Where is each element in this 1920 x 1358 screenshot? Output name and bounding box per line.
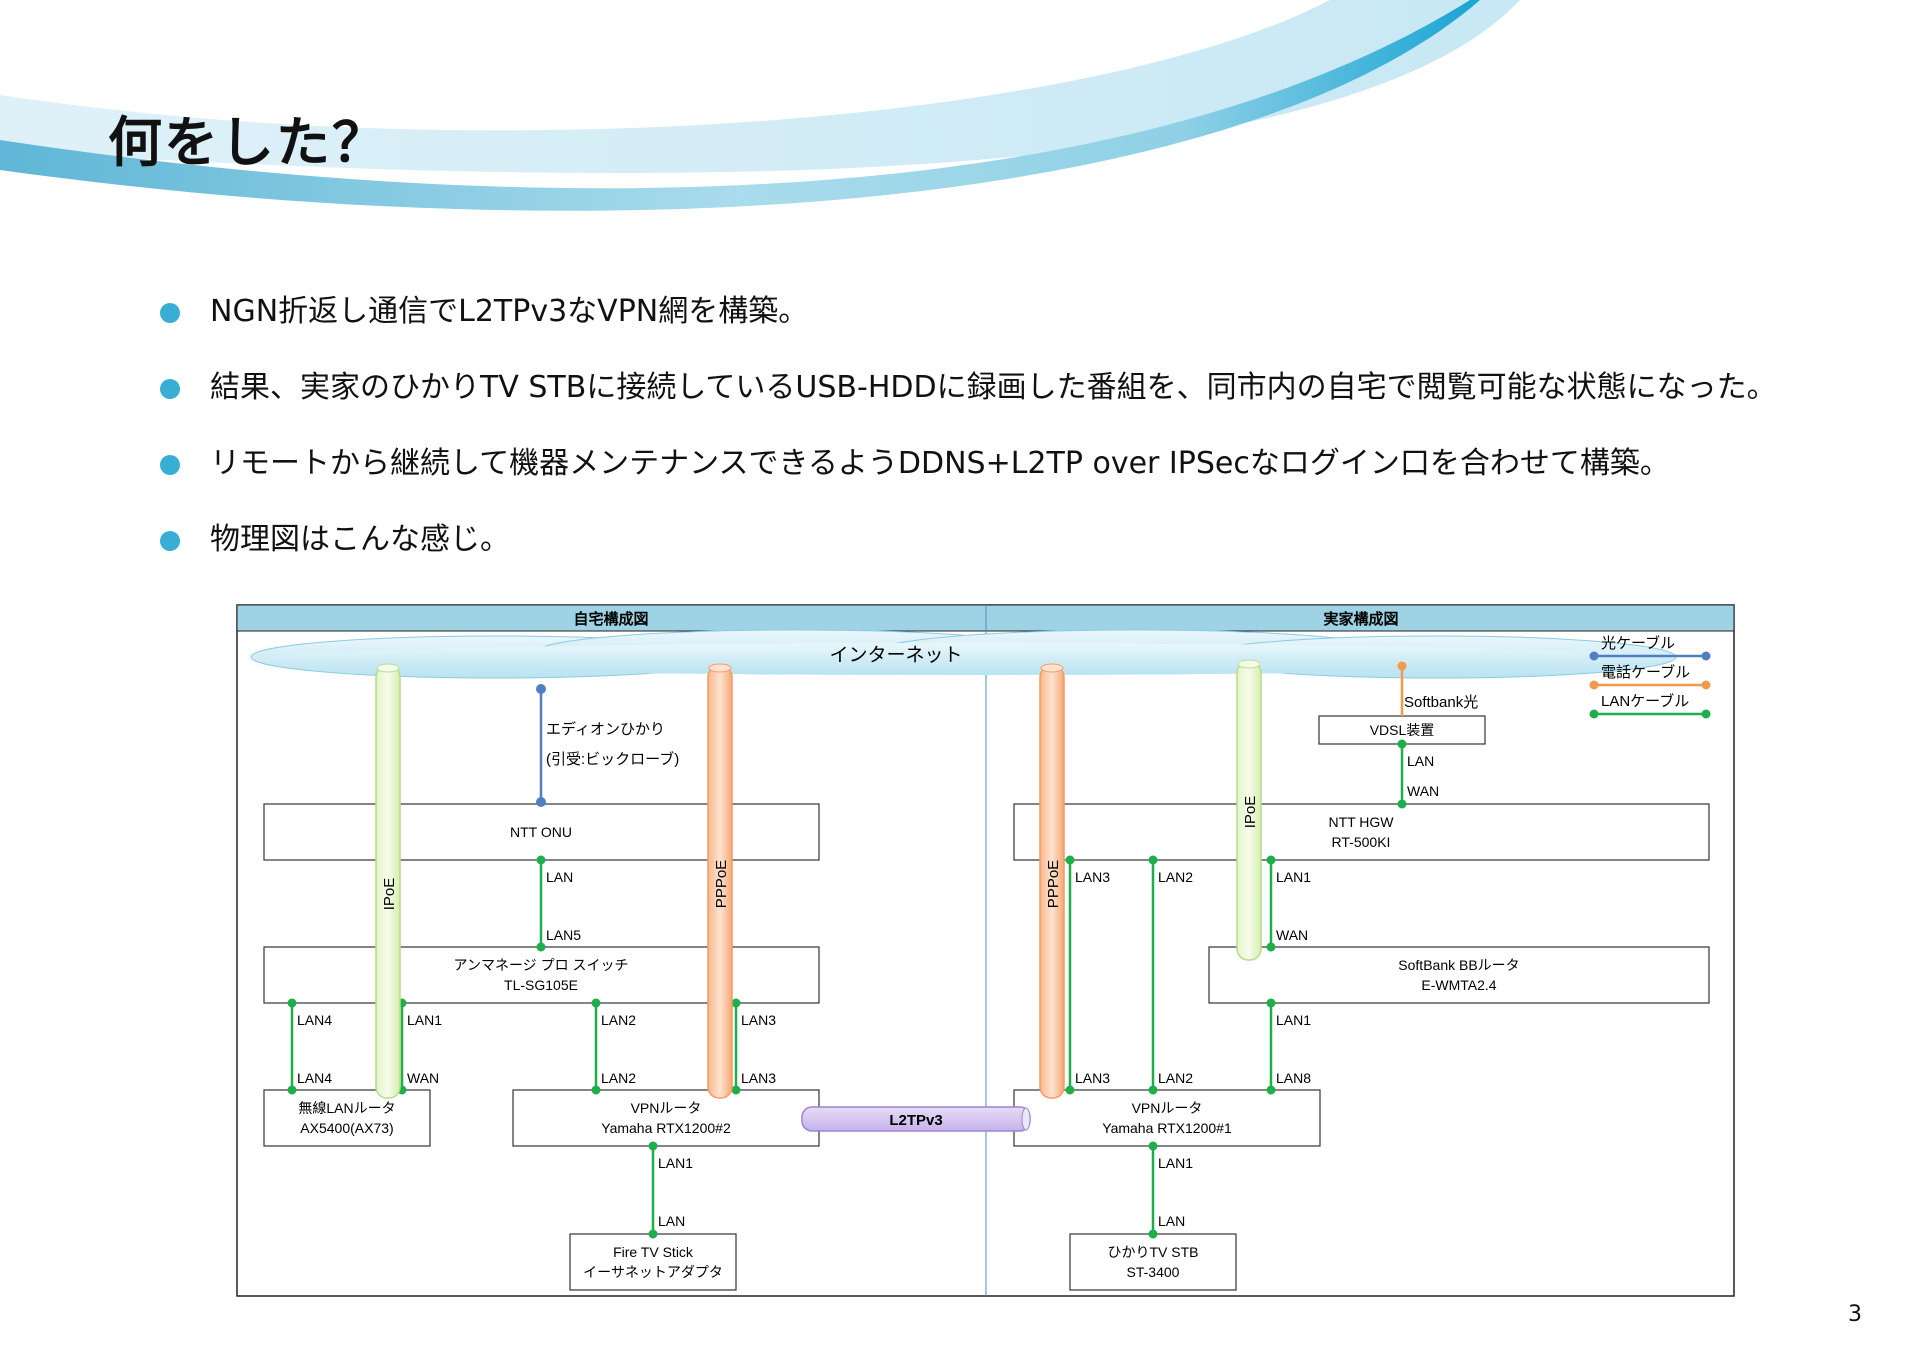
vdsl-box bbox=[1318, 715, 1486, 745]
bullet-text: NGN折返し通信でL2TPv3なVPN網を構築。 bbox=[210, 294, 809, 329]
pppoe-home-tunnel: PPPoE bbox=[707, 663, 733, 1099]
wifi-label-1: 無線LANルータ bbox=[298, 1100, 395, 1116]
vdsl-label: VDSL装置 bbox=[1370, 722, 1435, 738]
bullet-dot-icon bbox=[160, 531, 180, 551]
hgw-label-1: NTT HGW bbox=[1328, 814, 1394, 830]
pppoe-parents-tunnel: PPPoE bbox=[1039, 663, 1065, 1099]
port-label: WAN bbox=[1407, 783, 1439, 799]
port-label: LAN bbox=[1158, 1213, 1185, 1229]
onu-label: NTT ONU bbox=[510, 824, 572, 840]
port-label: LAN1 bbox=[658, 1155, 693, 1171]
port-label: LAN4 bbox=[297, 1070, 332, 1086]
network-diagram: 自宅構成図 実家構成図 インターネット 光ケーブル 電話ケーブル LANケーブル bbox=[236, 604, 1735, 1297]
banner-dark-wave bbox=[0, 0, 1480, 211]
bb-router-box bbox=[1208, 946, 1710, 1004]
bullet-text: 結果、実家のひかりTV STBに接続しているUSB-HDDに録画した番組を、同市… bbox=[210, 370, 1777, 405]
bbr-label-2: E-WMTA2.4 bbox=[1421, 977, 1496, 993]
legend-lan-label: LANケーブル bbox=[1601, 692, 1689, 710]
hgw-label-2: RT-500KI bbox=[1332, 834, 1391, 850]
bullet-dot-icon bbox=[160, 303, 180, 323]
vpn1-box bbox=[1013, 1089, 1321, 1147]
hgw-box bbox=[1013, 803, 1710, 861]
stb-box bbox=[1069, 1233, 1237, 1291]
legend: 光ケーブル 電話ケーブル LANケーブル bbox=[1589, 634, 1711, 719]
header-banner bbox=[0, 0, 1520, 211]
parents-header: 実家構成図 bbox=[1323, 610, 1398, 628]
port-label: LAN bbox=[1407, 753, 1434, 769]
port-label: LAN5 bbox=[546, 927, 581, 943]
l2tp-tunnel: L2TPv3 bbox=[801, 1106, 1031, 1132]
vpn2-label-2: Yamaha RTX1200#2 bbox=[601, 1120, 731, 1136]
port-label: LAN bbox=[546, 869, 573, 885]
wifi-label-2: AX5400(AX73) bbox=[300, 1120, 393, 1136]
switch-label-2: TL-SG105E bbox=[504, 977, 578, 993]
isp-home-label-2: (引受:ビックローブ) bbox=[546, 750, 679, 768]
pppoe-home-label: PPPoE bbox=[713, 860, 730, 908]
bullet-dot-icon bbox=[160, 379, 180, 399]
port-label: LAN3 bbox=[741, 1012, 776, 1028]
port-label: LAN8 bbox=[1276, 1070, 1311, 1086]
bbr-label-1: SoftBank BBルータ bbox=[1398, 957, 1519, 973]
bullet-item: 物理図はこんな感じ。 bbox=[160, 518, 1777, 594]
port-label: LAN3 bbox=[1075, 869, 1110, 885]
page-number: 3 bbox=[1848, 1302, 1862, 1327]
pppoe-parents-label: PPPoE bbox=[1045, 860, 1062, 908]
vpn2-box bbox=[512, 1089, 820, 1147]
port-label: LAN2 bbox=[1158, 869, 1193, 885]
switch-label-1: アンマネージ プロ スイッチ bbox=[454, 957, 629, 973]
l2tp-label: L2TPv3 bbox=[889, 1112, 942, 1129]
home-header: 自宅構成図 bbox=[573, 610, 648, 628]
firetv-label-1: Fire TV Stick bbox=[613, 1244, 694, 1260]
bullet-text: リモートから継続して機器メンテナンスできるようDDNS+L2TP over IP… bbox=[210, 446, 1670, 481]
vpn2-label-1: VPNルータ bbox=[631, 1100, 702, 1116]
isp-home-label-1: エディオンひかり bbox=[546, 720, 665, 738]
port-label: WAN bbox=[1276, 927, 1308, 943]
port-label: LAN4 bbox=[297, 1012, 332, 1028]
ipoe-parents-label: IPoE bbox=[1242, 796, 1259, 829]
ipoe-home-label: IPoE bbox=[381, 878, 398, 911]
ipoe-home-tunnel: IPoE bbox=[375, 663, 401, 1099]
wifi-router-box bbox=[263, 1089, 431, 1147]
port-label: LAN1 bbox=[1276, 869, 1311, 885]
legend-fiber-label: 光ケーブル bbox=[1601, 634, 1675, 652]
vpn1-label-1: VPNルータ bbox=[1132, 1100, 1203, 1116]
stb-label-1: ひかりTV STB bbox=[1107, 1244, 1198, 1260]
bullet-item: 結果、実家のひかりTV STBに接続しているUSB-HDDに録画した番組を、同市… bbox=[160, 366, 1777, 442]
page-title: 何をした？ bbox=[108, 111, 388, 174]
port-label: LAN1 bbox=[1276, 1012, 1311, 1028]
bullet-item: NGN折返し通信でL2TPv3なVPN網を構築。 bbox=[160, 290, 1777, 366]
banner-light-wave bbox=[0, 0, 1520, 173]
port-label: LAN3 bbox=[741, 1070, 776, 1086]
port-label: LAN2 bbox=[601, 1012, 636, 1028]
port-label: LAN2 bbox=[601, 1070, 636, 1086]
internet-label: インターネット bbox=[829, 644, 962, 666]
bullet-list: NGN折返し通信でL2TPv3なVPN網を構築。 結果、実家のひかりTV STB… bbox=[160, 290, 1777, 594]
lan-cables bbox=[290, 744, 1404, 1234]
port-label: LAN1 bbox=[1158, 1155, 1193, 1171]
bullet-item: リモートから継続して機器メンテナンスできるようDDNS+L2TP over IP… bbox=[160, 442, 1777, 518]
internet-cloud bbox=[250, 629, 1677, 679]
legend-phone-label: 電話ケーブル bbox=[1601, 663, 1690, 681]
port-label: WAN bbox=[407, 1070, 439, 1086]
ipoe-parents-tunnel: IPoE bbox=[1236, 659, 1262, 961]
switch-box bbox=[263, 946, 820, 1004]
firetv-box bbox=[569, 1233, 737, 1291]
port-label: LAN bbox=[658, 1213, 685, 1229]
vpn1-label-2: Yamaha RTX1200#1 bbox=[1102, 1120, 1232, 1136]
stb-label-2: ST-3400 bbox=[1127, 1264, 1180, 1280]
port-label: LAN1 bbox=[407, 1012, 442, 1028]
firetv-label-2: イーサネットアダプタ bbox=[583, 1264, 723, 1280]
port-label: LAN2 bbox=[1158, 1070, 1193, 1086]
bullet-text: 物理図はこんな感じ。 bbox=[210, 522, 510, 557]
bullet-dot-icon bbox=[160, 455, 180, 475]
port-label: LAN3 bbox=[1075, 1070, 1110, 1086]
isp-parents-label: Softbank光 bbox=[1404, 694, 1478, 711]
